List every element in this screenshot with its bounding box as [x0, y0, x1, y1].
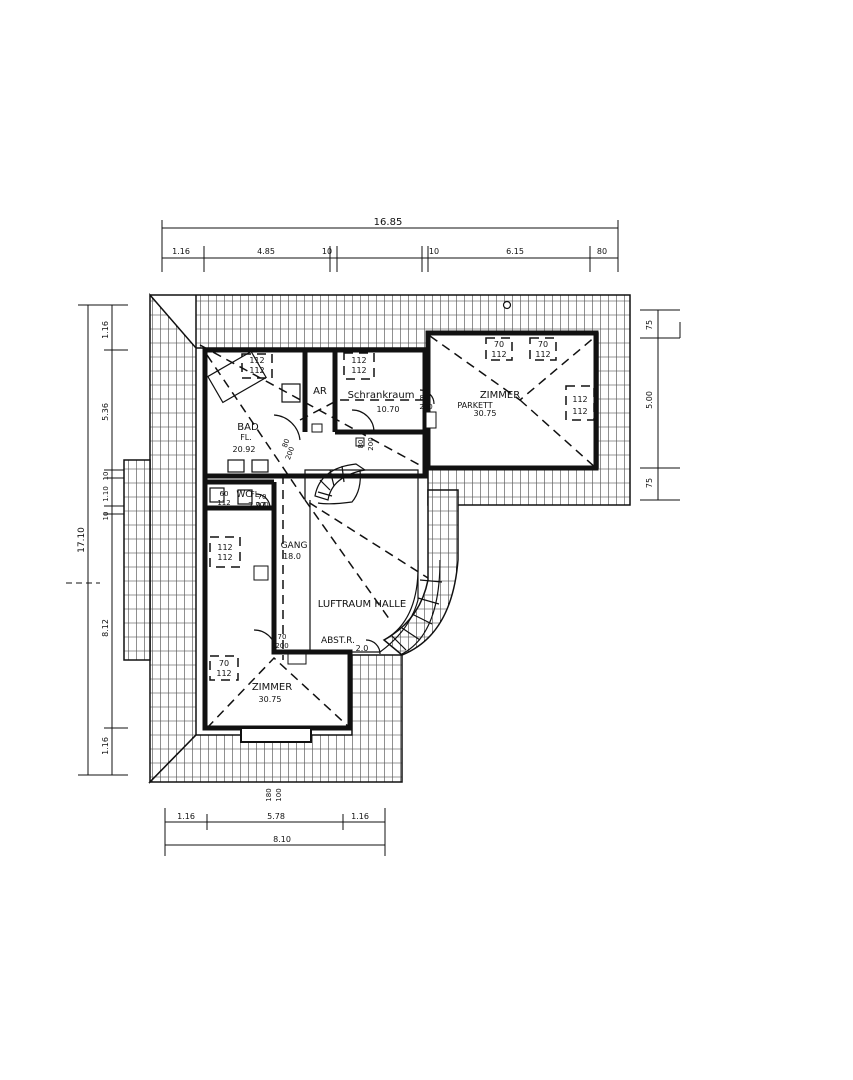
door-d5-height: 200	[275, 642, 288, 650]
room-schrankraum-area: 10.70	[377, 405, 400, 414]
room-gang-area: 18.0	[283, 552, 301, 561]
dim-top-seg-5: 6.15	[506, 247, 524, 256]
roof-gable-left	[123, 459, 151, 661]
window-w4-height: 112	[535, 350, 550, 359]
labels: 112 112 112 112 70 112 70 112 112 112 11…	[216, 340, 587, 704]
roof	[123, 292, 631, 784]
room-wc-area: 2.97	[248, 501, 266, 510]
window-w5-width: 112	[572, 395, 587, 404]
dim-left-seg-7: 1.16	[101, 737, 110, 755]
room-zimmer-bottom-area: 30.75	[259, 695, 282, 704]
dim-bottom-seg-1: 1.16	[177, 812, 195, 821]
door-swings	[253, 389, 435, 655]
window-w1-height: 112	[249, 366, 264, 375]
window-w6-width: 112	[217, 543, 232, 552]
dim-top-seg-6: 80	[597, 247, 607, 256]
window-w2-width: 112	[351, 356, 366, 365]
room-zimmer-bottom-name: ZIMMER	[252, 682, 292, 693]
door-d2-height: 200	[419, 403, 432, 411]
dim-top-seg-2: 4.85	[257, 247, 275, 256]
room-gang-name: GANG	[281, 541, 308, 551]
windows	[209, 337, 595, 681]
room-bad-floor: FL.	[240, 433, 252, 442]
dim-left-seg-3: 10	[102, 472, 110, 481]
room-abstr-name: ABST.R.	[321, 636, 355, 646]
dim-top-seg-1: 1.16	[172, 247, 190, 256]
dim-left-total: 17.10	[77, 527, 87, 553]
spiral-stair	[314, 463, 367, 505]
door-d2-width: 80	[420, 394, 429, 402]
dim-top-seg-3: 10	[322, 247, 332, 256]
curved-stair	[383, 559, 443, 656]
dimension-left: 17.10 1.16 5.36 10 1.10 10 8.12 1.16	[66, 304, 128, 776]
room-zimmer-top-floor: PARKETT	[457, 401, 492, 410]
dim-bottom-door-1: 180	[265, 788, 273, 801]
door-d5-width: 70	[278, 633, 287, 641]
dim-left-seg-6: 8.12	[101, 619, 110, 637]
window-w7-width: 70	[219, 659, 229, 668]
dim-bottom-total: 8.10	[273, 835, 291, 844]
window-w4-width: 70	[538, 340, 548, 349]
window-w1-width: 112	[249, 356, 264, 365]
window-w3-height: 112	[491, 350, 506, 359]
door-d3-width: 70	[258, 493, 267, 501]
roof-hip-lines	[199, 335, 597, 729]
dim-bottom-seg-2: 5.78	[267, 812, 285, 821]
window-w8-width: 60	[220, 490, 229, 498]
window-w2-height: 112	[351, 366, 366, 375]
window-w7-height: 112	[216, 669, 231, 678]
room-abstr-area: 2.0	[356, 644, 369, 653]
room-zimmer-top-name: ZIMMER	[480, 390, 520, 401]
window-w5-height: 112	[572, 407, 587, 416]
room-bad-name: BAD	[237, 422, 259, 433]
bath-fixtures	[207, 350, 437, 665]
door-d1-width: 80	[281, 438, 292, 449]
dim-left-seg-2: 5.36	[101, 403, 110, 421]
dim-left-seg-5: 10	[102, 512, 110, 521]
dimension-top: 16.85 1.16 4.85 10 10 6.15 80	[161, 217, 619, 272]
dim-bottom-door-2: 100	[275, 788, 283, 801]
dimension-bottom: 1.16 5.78 1.16 8.10 180 100	[164, 788, 386, 856]
dim-right-seg-2: 5.00	[645, 391, 654, 409]
dim-left-seg-4: 1.10	[102, 486, 110, 502]
room-wc-name: WC	[236, 490, 251, 500]
dim-left-seg-1: 1.16	[101, 321, 110, 339]
door-d4-height: 200	[367, 437, 375, 450]
room-zimmer-top-area: 30.75	[474, 409, 497, 418]
dim-top-seg-4: 10	[429, 247, 439, 256]
window-w3-width: 70	[494, 340, 504, 349]
dim-right-seg-1: 75	[645, 320, 654, 330]
room-bad-area: 20.92	[233, 445, 256, 454]
walls	[202, 330, 599, 743]
room-wc-floor: FL.	[250, 490, 262, 499]
room-ar-name: AR	[313, 386, 327, 397]
door-d3-height: 200	[255, 501, 268, 509]
window-w8-height: 112	[217, 499, 230, 507]
door-d4-width: 80	[357, 440, 365, 449]
window-w6-height: 112	[217, 553, 232, 562]
roof-left	[149, 292, 197, 784]
dim-bottom-seg-3: 1.16	[351, 812, 369, 821]
room-luftraum-name: LUFTRAUM HALLE	[318, 599, 406, 610]
dim-right-seg-3: 75	[645, 478, 654, 488]
dim-top-total: 16.85	[374, 217, 403, 228]
dimension-right: 75 5.00 75	[640, 309, 681, 501]
roof-curved-right	[382, 489, 459, 656]
room-schrankraum-name: Schrankraum	[348, 390, 415, 401]
